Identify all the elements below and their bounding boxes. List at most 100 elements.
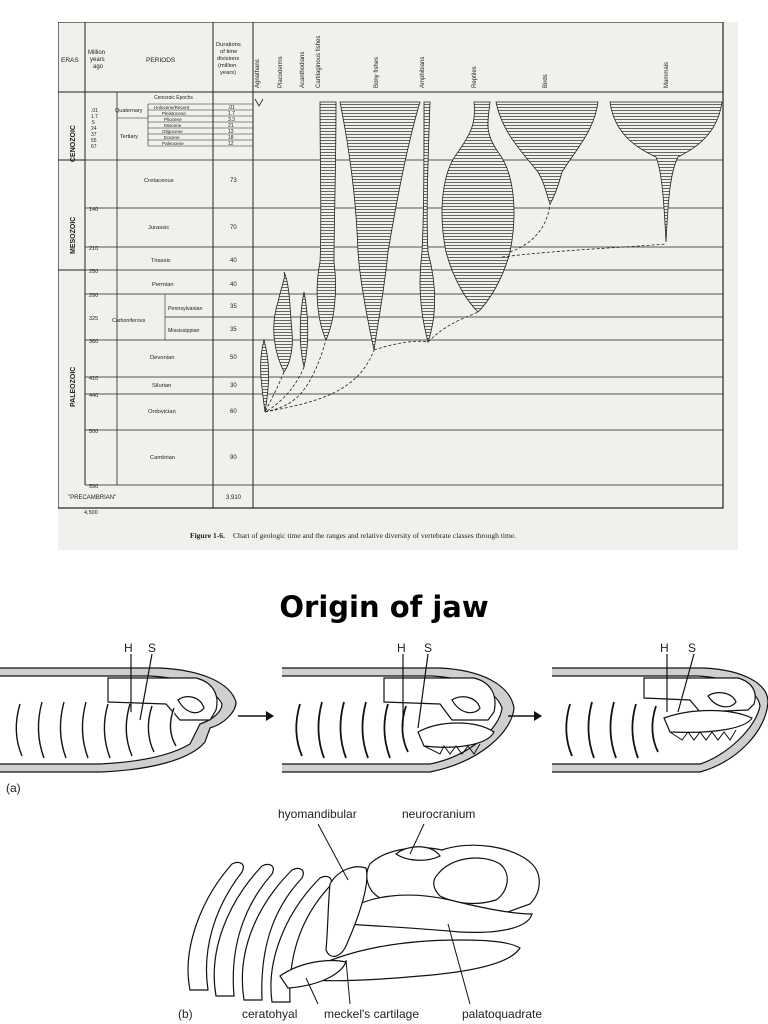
geologic-time-chart: ERAS Million years ago PERIODS Durations… xyxy=(58,22,738,550)
svg-text:210: 210 xyxy=(89,246,98,252)
svg-text:5: 5 xyxy=(92,120,95,126)
svg-text:divisions: divisions xyxy=(217,56,239,62)
million-years-header: Million years ago xyxy=(88,50,105,70)
reptiles-spindle xyxy=(441,101,515,313)
s-label-1: S xyxy=(148,641,156,655)
svg-text:13: 13 xyxy=(228,129,234,135)
svg-text:40: 40 xyxy=(230,282,237,288)
quaternary-label: Quaternary xyxy=(115,108,143,114)
panel-b-label: (b) xyxy=(178,1007,193,1021)
svg-text:years): years) xyxy=(220,70,236,76)
svg-text:Mississippian: Mississippian xyxy=(168,328,200,334)
svg-text:.01: .01 xyxy=(228,105,235,111)
svg-text:Reptiles: Reptiles xyxy=(472,66,478,88)
svg-text:325: 325 xyxy=(89,316,98,322)
eras-header: ERAS xyxy=(61,57,79,64)
svg-text:1.7: 1.7 xyxy=(91,114,98,120)
svg-text:Placoderms: Placoderms xyxy=(278,56,284,88)
neurocranium-label: neurocranium xyxy=(402,807,475,821)
svg-text:Permian: Permian xyxy=(152,282,174,288)
hyomandibular-label: hyomandibular xyxy=(278,807,357,821)
svg-text:Jurassic: Jurassic xyxy=(148,225,169,231)
s-label-3: S xyxy=(688,641,696,655)
svg-text:1.7: 1.7 xyxy=(228,111,235,117)
agnathans-spindle xyxy=(260,338,270,413)
svg-text:Agnathans: Agnathans xyxy=(255,59,261,88)
svg-text:35: 35 xyxy=(230,327,237,333)
svg-text:Triassic: Triassic xyxy=(151,258,171,264)
modern-jaw-stage xyxy=(552,653,768,773)
periods-header: PERIODS xyxy=(146,57,176,64)
palatoquadrate-label: palatoquadrate xyxy=(462,1007,542,1021)
svg-text:Mammals: Mammals xyxy=(664,62,670,88)
svg-text:21: 21 xyxy=(228,123,234,129)
svg-text:(million: (million xyxy=(218,63,236,69)
svg-text:360: 360 xyxy=(89,339,98,345)
jaw-evolution-diagram: H S H S xyxy=(0,641,768,795)
svg-text:Acanthodians: Acanthodians xyxy=(300,52,306,88)
h-label-3: H xyxy=(660,641,669,655)
panel-a-label: (a) xyxy=(6,781,21,795)
cartilaginous-spindle xyxy=(316,101,337,341)
precambrian-duration: 3,910 xyxy=(226,495,242,501)
placoderms-spindle xyxy=(273,271,293,373)
h-label-1: H xyxy=(124,641,133,655)
svg-text:70: 70 xyxy=(230,225,237,231)
svg-text:250: 250 xyxy=(89,269,98,275)
era-cenozoic: CENOZOIC xyxy=(70,125,77,162)
shark-skull-diagram: hyomandibular neurocranium (b) ceratohya… xyxy=(178,807,542,1021)
svg-text:Ordovician: Ordovician xyxy=(148,409,176,415)
svg-text:Oligocene: Oligocene xyxy=(162,129,183,134)
svg-text:24: 24 xyxy=(91,126,97,132)
svg-text:40: 40 xyxy=(230,258,237,264)
svg-text:.01: .01 xyxy=(91,108,98,114)
svg-text:Holocene/Recent: Holocene/Recent xyxy=(154,105,190,110)
svg-text:410: 410 xyxy=(89,376,98,382)
skull-drawing xyxy=(187,844,540,1003)
class-headers: Agnathans Placoderms Acanthodians Cartil… xyxy=(255,36,670,88)
svg-text:Durations: Durations xyxy=(216,42,241,48)
svg-text:Silurian: Silurian xyxy=(152,383,171,389)
svg-text:37: 37 xyxy=(91,132,97,138)
s-label-2: S xyxy=(424,641,432,655)
bony-fishes-spindle xyxy=(339,101,421,351)
svg-text:years: years xyxy=(90,57,105,63)
svg-text:Cartilaginous fishes: Cartilaginous fishes xyxy=(316,36,322,88)
svg-text:90: 90 xyxy=(230,455,237,461)
diversity-spindles xyxy=(254,98,723,413)
svg-text:Cretaceous: Cretaceous xyxy=(144,178,174,184)
svg-text:of time: of time xyxy=(220,49,237,55)
leader-lines xyxy=(305,823,471,1005)
age-bottom: 4,500 xyxy=(84,510,98,516)
svg-text:Pennsylvanian: Pennsylvanian xyxy=(168,306,203,312)
svg-text:60: 60 xyxy=(230,409,237,415)
svg-text:55: 55 xyxy=(91,138,97,144)
svg-text:Pleistocene: Pleistocene xyxy=(162,111,186,116)
precambrian-label: "PRECAMBRIAN" xyxy=(68,495,116,501)
tertiary-label: Tertiary xyxy=(120,134,138,140)
svg-text:ago: ago xyxy=(93,64,104,70)
svg-text:500: 500 xyxy=(89,429,98,435)
mammals-spindle xyxy=(609,101,723,243)
era-mesozoic: MESOZOIC xyxy=(70,217,77,254)
amphibians-spindle xyxy=(419,101,436,344)
arrow-1 xyxy=(238,711,274,721)
svg-text:Eocene: Eocene xyxy=(164,135,180,140)
era-paleozoic: PALEOZOIC xyxy=(70,367,77,407)
ancestry-lines xyxy=(264,203,667,413)
svg-text:Devonian: Devonian xyxy=(150,355,175,361)
svg-text:50: 50 xyxy=(230,355,237,361)
svg-text:12: 12 xyxy=(228,141,234,147)
early-jaw-stage xyxy=(282,653,515,773)
svg-text:Cambrian: Cambrian xyxy=(150,455,175,461)
agnathans-top-marker xyxy=(254,98,264,107)
svg-text:290: 290 xyxy=(89,293,98,299)
svg-text:440: 440 xyxy=(89,393,98,399)
svg-text:35: 35 xyxy=(230,304,237,310)
svg-text:3.3: 3.3 xyxy=(228,117,235,123)
caption-bold: Figure 1-6. xyxy=(190,531,225,540)
svg-text:Carboniferous: Carboniferous xyxy=(112,318,146,324)
durations-header: Durations of time divisions (million yea… xyxy=(216,42,241,76)
svg-text:Bony fishes: Bony fishes xyxy=(374,57,380,88)
svg-text:Paleocene: Paleocene xyxy=(162,141,184,146)
